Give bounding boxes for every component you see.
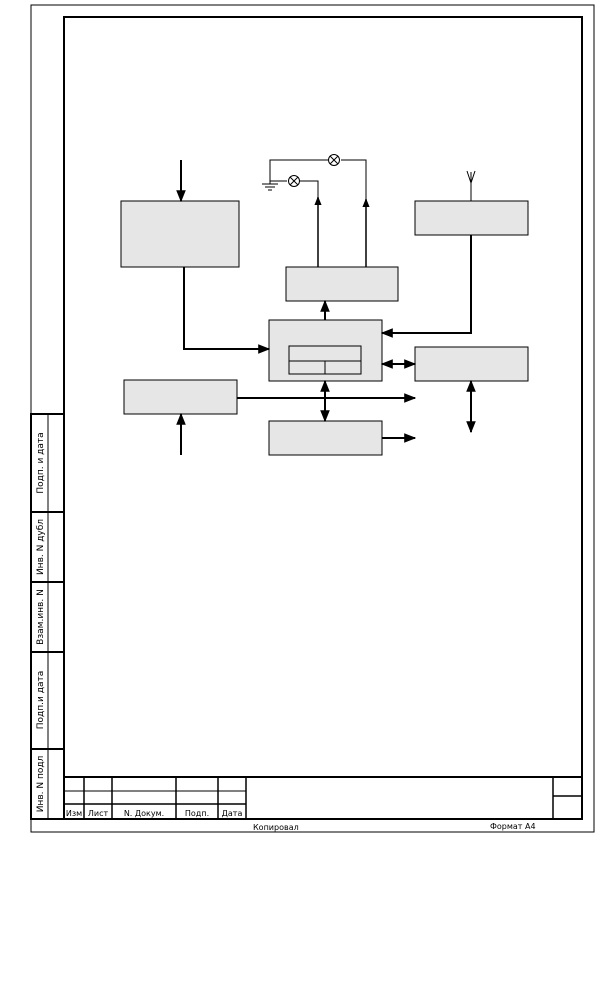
- block-left-small: [123, 379, 238, 415]
- title-col-date: Дата: [222, 809, 243, 818]
- lamp-icon: [288, 175, 300, 187]
- arrow-left-block-to-central: [183, 267, 271, 354]
- format-label: Формат А4: [490, 822, 536, 831]
- side-label-sign-date: Подп. и дата: [36, 432, 46, 493]
- lamp-circuit: [269, 159, 370, 267]
- title-col-signature: Подп.: [185, 809, 209, 818]
- side-label-replace-inv: Взам.инв. N: [36, 589, 46, 645]
- block-right-middle: [414, 346, 529, 382]
- title-block: [64, 776, 582, 819]
- title-col-change: Изм: [66, 809, 82, 818]
- title-col-doc-number: N. Докум.: [124, 809, 164, 818]
- title-col-sheet: Лист: [88, 809, 109, 818]
- block-bottom-center: [268, 420, 383, 456]
- outer-sheet-border: [30, 4, 595, 833]
- copied-by-label: Копировал: [253, 823, 299, 832]
- side-label-dup-inv: Инв. N дубл: [36, 519, 46, 575]
- side-label-orig-inv: Инв. N подл: [36, 756, 46, 813]
- arrow-antenna-to-central: [380, 235, 472, 338]
- block-left-large: [120, 200, 240, 268]
- block-top-center: [285, 266, 399, 302]
- block-top-right: [414, 200, 529, 236]
- side-stamp-column: [30, 413, 65, 820]
- antenna-icon: [466, 170, 476, 201]
- side-label-sign-date-2: Подп.и дата: [36, 671, 46, 729]
- lamp-icon: [328, 154, 340, 166]
- ground-icon: [262, 183, 278, 191]
- drawing-frame: [63, 16, 583, 820]
